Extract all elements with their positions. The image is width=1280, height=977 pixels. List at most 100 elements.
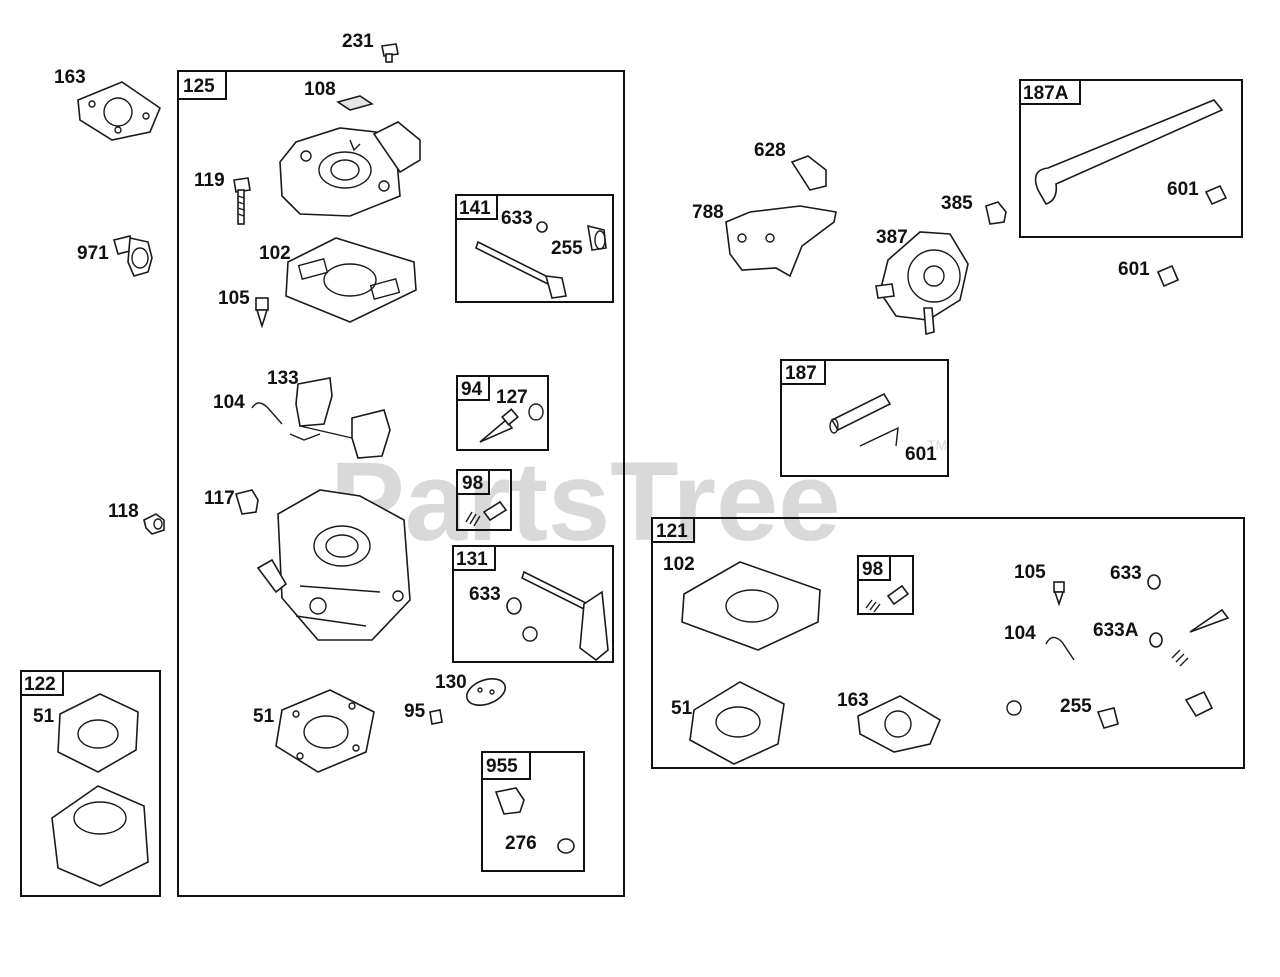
gasket-icon[interactable] — [689, 681, 785, 765]
callout-108: 108 — [304, 79, 336, 100]
needle-valve-icon[interactable] — [1189, 608, 1230, 633]
clamp-icon[interactable] — [1204, 184, 1228, 206]
bolt-icon[interactable] — [113, 235, 153, 277]
screw-icon[interactable] — [886, 584, 910, 606]
box-955-label: 955 — [486, 756, 518, 777]
bushing-icon[interactable] — [1096, 707, 1119, 729]
box-125[interactable]: 125 — [177, 70, 625, 897]
box-125-label: 125 — [183, 76, 215, 97]
box-187A[interactable]: 187A — [1019, 79, 1243, 238]
clamp-icon[interactable] — [1156, 264, 1180, 288]
spacer-icon[interactable] — [51, 785, 149, 887]
callout-105: 105 — [218, 288, 250, 309]
throttle-plate-icon[interactable] — [463, 674, 509, 710]
plug-icon[interactable] — [494, 787, 525, 815]
callout-104: 104 — [213, 392, 245, 413]
box-131[interactable]: 131 — [452, 545, 614, 663]
spring-icon[interactable] — [865, 599, 881, 613]
callout-117: 117 — [204, 488, 235, 509]
callout-231: 231 — [342, 31, 374, 52]
callout-95: 95 — [404, 701, 426, 722]
box-955[interactable]: 955 — [481, 751, 585, 872]
washer-icon[interactable] — [506, 597, 522, 615]
callout-628: 628 — [754, 140, 786, 161]
gasket-icon[interactable] — [336, 95, 374, 111]
gasket-icon[interactable] — [275, 689, 375, 773]
gasket-icon[interactable] — [285, 237, 417, 323]
callout-163-121: 163 — [837, 690, 869, 711]
screw-icon[interactable] — [233, 177, 251, 225]
watermark-trademark: TM — [927, 437, 947, 453]
float-icon[interactable] — [289, 377, 391, 459]
callout-633-141: 633 — [501, 208, 533, 229]
fuel-pump-icon[interactable] — [875, 231, 969, 336]
box-121[interactable]: 121 — [651, 517, 1245, 769]
callout-633-131: 633 — [469, 584, 501, 605]
needle-valve-icon[interactable] — [1053, 581, 1065, 607]
callout-105-121: 105 — [1014, 562, 1046, 583]
hose-icon[interactable] — [1034, 99, 1224, 205]
box-131-label: 131 — [456, 549, 488, 570]
box-187[interactable]: 187 — [780, 359, 949, 477]
gasket-icon[interactable] — [857, 695, 942, 753]
callout-601-loose: 601 — [1118, 259, 1150, 280]
callout-971: 971 — [77, 243, 109, 264]
callout-788: 788 — [692, 202, 724, 223]
callout-385: 385 — [941, 193, 973, 214]
bolt-icon[interactable] — [985, 201, 1007, 225]
gasket-icon[interactable] — [681, 561, 821, 651]
gasket-icon[interactable] — [77, 81, 161, 141]
screw-icon[interactable] — [429, 709, 443, 725]
box-98-carb[interactable]: 98 — [456, 469, 512, 531]
washer-icon[interactable] — [536, 221, 548, 233]
shaft-icon[interactable] — [521, 570, 609, 662]
bushing-icon[interactable] — [587, 224, 607, 251]
plug-icon[interactable] — [143, 513, 165, 535]
washer-icon[interactable] — [1147, 574, 1161, 590]
clamp-icon[interactable] — [1006, 700, 1022, 716]
callout-276: 276 — [505, 833, 537, 854]
needle-valve-icon[interactable] — [255, 297, 269, 329]
callout-163: 163 — [54, 67, 86, 88]
callout-633-121: 633 — [1110, 563, 1142, 584]
box-187A-label: 187A — [1023, 83, 1069, 104]
callout-104-121: 104 — [1004, 623, 1036, 644]
float-bowl-icon[interactable] — [256, 489, 411, 641]
callout-102: 102 — [259, 243, 291, 264]
box-187-label: 187 — [785, 363, 817, 384]
shaft-icon[interactable] — [475, 240, 567, 299]
box-98-kit-label: 98 — [862, 559, 883, 580]
hinge-pin-icon[interactable] — [1045, 636, 1075, 661]
screw-icon[interactable] — [482, 500, 508, 522]
callout-102-121: 102 — [663, 554, 695, 575]
callout-601-187A: 601 — [1167, 179, 1199, 200]
box-141[interactable]: 141 — [455, 194, 614, 303]
plug-icon[interactable] — [234, 489, 259, 515]
clamp-icon[interactable] — [1184, 690, 1214, 718]
spring-icon[interactable] — [465, 511, 481, 527]
watermark: PartsTree — [330, 439, 841, 564]
box-121-label: 121 — [656, 521, 688, 542]
hose-icon[interactable] — [829, 392, 899, 447]
bolt-icon[interactable] — [790, 155, 827, 191]
callout-255-121: 255 — [1060, 696, 1092, 717]
box-94-label: 94 — [461, 379, 483, 400]
bracket-icon[interactable] — [725, 205, 837, 278]
callout-601-187: 601 — [905, 444, 937, 465]
spring-icon[interactable] — [1171, 649, 1189, 667]
clamp-icon[interactable] — [522, 626, 538, 642]
box-94[interactable]: 94 — [456, 375, 549, 451]
callout-51: 51 — [253, 706, 275, 727]
washer-icon[interactable] — [557, 838, 575, 854]
washer-icon[interactable] — [1149, 632, 1163, 648]
needle-valve-icon[interactable] — [479, 408, 519, 443]
screw-icon[interactable] — [381, 43, 399, 63]
carburetor-body-icon[interactable] — [279, 121, 421, 217]
gasket-icon[interactable] — [57, 693, 139, 773]
hinge-pin-icon[interactable] — [251, 402, 283, 425]
box-122[interactable]: 122 — [20, 670, 161, 897]
callout-633A-121: 633A — [1093, 620, 1139, 641]
washer-icon[interactable] — [528, 403, 544, 421]
box-98-kit[interactable]: 98 — [857, 555, 914, 615]
